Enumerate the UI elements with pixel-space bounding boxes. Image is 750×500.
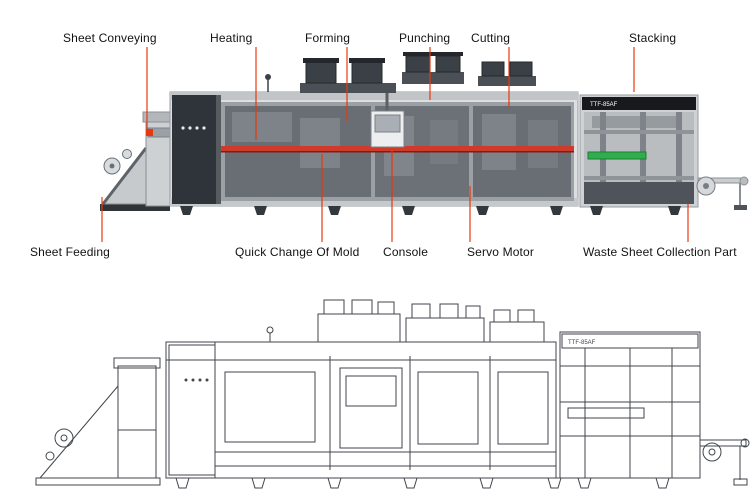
console-screen (374, 114, 401, 133)
callout-label-heating: Heating (210, 31, 253, 45)
callout-label-sheet-feeding: Sheet Feeding (30, 245, 111, 259)
sheet-feeder-outline (35, 357, 161, 486)
callout-label-console: Console (383, 245, 429, 259)
stacking-unit-outline: TTF-85AF (559, 331, 701, 479)
callout-label-servo-motor: Servo Motor (467, 245, 535, 259)
punching-station (402, 72, 464, 84)
callout-label-sheet-conveying: Sheet Conveying (63, 31, 157, 45)
forming-station (300, 83, 396, 93)
machine-top-view: TTF-85AF (100, 52, 749, 215)
leader-lines (101, 47, 689, 242)
stacking-unit: TTF-85AF (579, 94, 699, 208)
waste-collection-outline (699, 438, 750, 486)
machine-model-label-top: TTF-85AF (590, 102, 618, 108)
callout-label-forming: Forming (305, 31, 351, 45)
callout-label-stacking: Stacking (629, 31, 677, 45)
callout-label-cutting: Cutting (471, 31, 511, 45)
control-column (172, 95, 216, 204)
callout-label-waste-sheet-collection: Waste Sheet Collection Part (583, 245, 737, 259)
top-tooling-outline (266, 299, 545, 343)
stacker-green-tray (587, 151, 647, 160)
machine-bottom-view: TTF-85AF (35, 299, 750, 489)
cutting-station (478, 76, 536, 86)
console-unit (370, 93, 405, 148)
machine-feet-top (180, 206, 681, 215)
top-tooling (265, 52, 536, 93)
waste-collection-unit (696, 176, 749, 210)
sheet-line-stripe (221, 146, 574, 151)
machine-feet-bottom (175, 477, 670, 489)
callout-label-quick-change-of-mold: Quick Change Of Mold (235, 245, 360, 259)
callout-label-punching: Punching (399, 31, 451, 45)
machine-main-body (169, 91, 579, 207)
machine-main-body-outline (165, 341, 557, 479)
machine-model-label-bottom: TTF-85AF (568, 340, 596, 346)
sheet-feeder-unit (100, 111, 174, 211)
